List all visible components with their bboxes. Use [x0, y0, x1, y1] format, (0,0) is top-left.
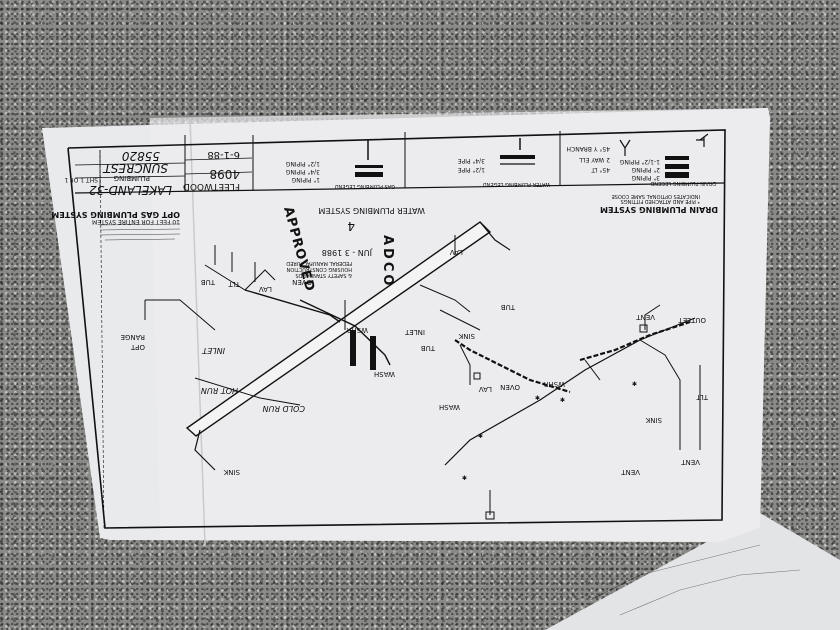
drain-note-2: * PIPE AND ATTACHED FITTINGS	[621, 198, 700, 204]
label-tub-3: TUB	[421, 344, 436, 352]
drain-legend-item-6: 45° LT	[591, 166, 610, 173]
drain-legend-item-5: 2 WAY ELL	[578, 156, 610, 163]
title-line7: 6-1-88	[207, 149, 240, 160]
water-legend-item-2: 3/4" PIPE	[458, 157, 485, 164]
gas-system-heading: OPT GAS PLUMBING SYSTEM	[51, 210, 180, 219]
label-sink-3: SINK	[645, 416, 662, 424]
label-wash: WASH	[374, 370, 395, 378]
drain-legend-title: DRAIN PLUMBING LEGEND	[650, 180, 716, 186]
stamp-note-3: & SAFETY STANDARDS	[295, 272, 352, 278]
drain-legend: DRAIN PLUMBING LEGEND 1-1/2" PIPING 2" P…	[567, 133, 716, 186]
label-hot-run: HOT RUN	[201, 386, 238, 395]
label-oven-2: OVEN	[292, 278, 312, 286]
drain-legend-item-4: 45° Y BRANCH	[567, 145, 610, 152]
gas-legend-item-3: 1/2" PIPING	[285, 160, 320, 167]
water-legend-item-1: 1/2" PIPE	[458, 166, 485, 173]
title-line2: LAKELAND-32	[89, 183, 172, 197]
second-sheet	[545, 513, 840, 630]
gas-legend: GAS PLUMBING LEGEND 1" PIPING 3/4" PIPIN…	[285, 140, 395, 189]
label-sink-2: SINK	[458, 332, 475, 340]
label-inlet-water: INLET	[404, 328, 425, 336]
main-supply-line	[185, 221, 492, 437]
drain-legend-item-1: 1-1/2" PIPING	[619, 158, 660, 165]
stamp-note-1: FEDERAL MANUFACTURED	[286, 260, 352, 266]
drain-plumbing-diagram: ✱ ✱ ✱ ✱ ✱	[444, 304, 701, 520]
water-legend: WATER PLUMBING LEGEND 1/2" PIPE 3/4" PIP…	[458, 138, 550, 187]
label-outlet: OUTLET	[678, 316, 706, 324]
water-system-number: 4	[347, 219, 355, 233]
label-range: RANGE	[121, 333, 145, 341]
stamp-org: ADCO	[380, 235, 395, 288]
title-line1: FLEETWOOD	[183, 181, 240, 191]
title-line5: 55820	[121, 149, 160, 163]
water-plumbing-diagram	[185, 221, 511, 471]
ell-symbol	[619, 139, 631, 156]
svg-text:✱: ✱	[535, 393, 540, 402]
title-line3: PLUMBING	[114, 174, 150, 182]
drain-legend-item-2: 2" PIPING	[631, 166, 660, 173]
gas-system-note: 10 FEET FOR ENTIRE SYSTEM	[92, 218, 180, 225]
svg-text:✱: ✱	[478, 431, 483, 440]
gas-legend-title: GAS PLUMBING LEGEND	[335, 183, 395, 189]
label-tlt: TLT	[696, 393, 709, 401]
fixture-labels: HOT RUN COLD RUN INLET INLET OUTLET LAV …	[121, 248, 709, 476]
svg-text:✱: ✱	[462, 473, 467, 482]
stamp-note-2: HOUSING CONSTRUCTION	[286, 266, 352, 272]
label-lav-2: LAV	[259, 285, 272, 293]
label-lav-1: LAV	[450, 248, 463, 256]
label-vent-3: VENT	[636, 313, 655, 321]
drain-note-1: INDICATES OPTIONAL SAME COOSE	[612, 193, 700, 199]
drawing-border	[67, 129, 726, 529]
gas-legend-item-1: 1" PIPING	[291, 176, 320, 183]
label-vent-1: VENT	[681, 458, 700, 466]
svg-text:✱: ✱	[632, 379, 637, 388]
gas-pipe-swatch-medium	[355, 165, 383, 168]
label-opt: OPT	[130, 343, 145, 351]
label-lav-3: LAV	[479, 385, 492, 393]
drain-legend-item-3: 3" PIPING	[631, 174, 660, 181]
gas-legend-item-2: 3/4" PIPING	[285, 168, 320, 175]
water-swatch-thick	[500, 155, 535, 159]
title-block: FLEETWOOD LAKELAND-32 PLUMBING SUNCREST …	[64, 149, 253, 197]
label-wash-2: WASH	[439, 403, 460, 411]
title-line6: 4098	[209, 167, 240, 181]
water-legend-title: WATER PLUMBING LEGEND	[483, 181, 550, 187]
label-wshr-2: WSHR	[543, 380, 565, 388]
label-oven: OVEN	[500, 383, 520, 391]
paper-sheet	[42, 108, 770, 546]
drain-system-heading: DRAIN PLUMBING SYSTEM	[600, 205, 718, 214]
label-sink-1: SINK	[223, 468, 240, 476]
label-wshr: WSHR	[346, 326, 368, 334]
svg-text:✱: ✱	[560, 395, 565, 404]
water-system-heading: WATER PLUMBING SYSTEM	[318, 206, 425, 215]
stamp-date: JUN - 3 1988	[322, 248, 373, 257]
label-tub-2: TUB	[501, 303, 516, 311]
y-branch-symbol	[696, 133, 709, 147]
gas-plumbing-diagram	[144, 299, 301, 406]
section-headings: DRAIN PLUMBING SYSTEM INDICATES OPTIONAL…	[51, 193, 718, 241]
title-line4: SUNCREST	[102, 161, 168, 175]
label-cold-run: COLD RUN	[263, 404, 305, 413]
label-tlt-2: TLT	[228, 280, 241, 288]
gas-pipe-swatch-heavy	[355, 172, 383, 177]
label-tub-1: TUB	[201, 278, 216, 286]
title-sheet: SHT 1 OF 1	[64, 176, 98, 183]
label-inlet: INLET	[201, 346, 225, 355]
label-vent-2: VENT	[621, 468, 640, 476]
